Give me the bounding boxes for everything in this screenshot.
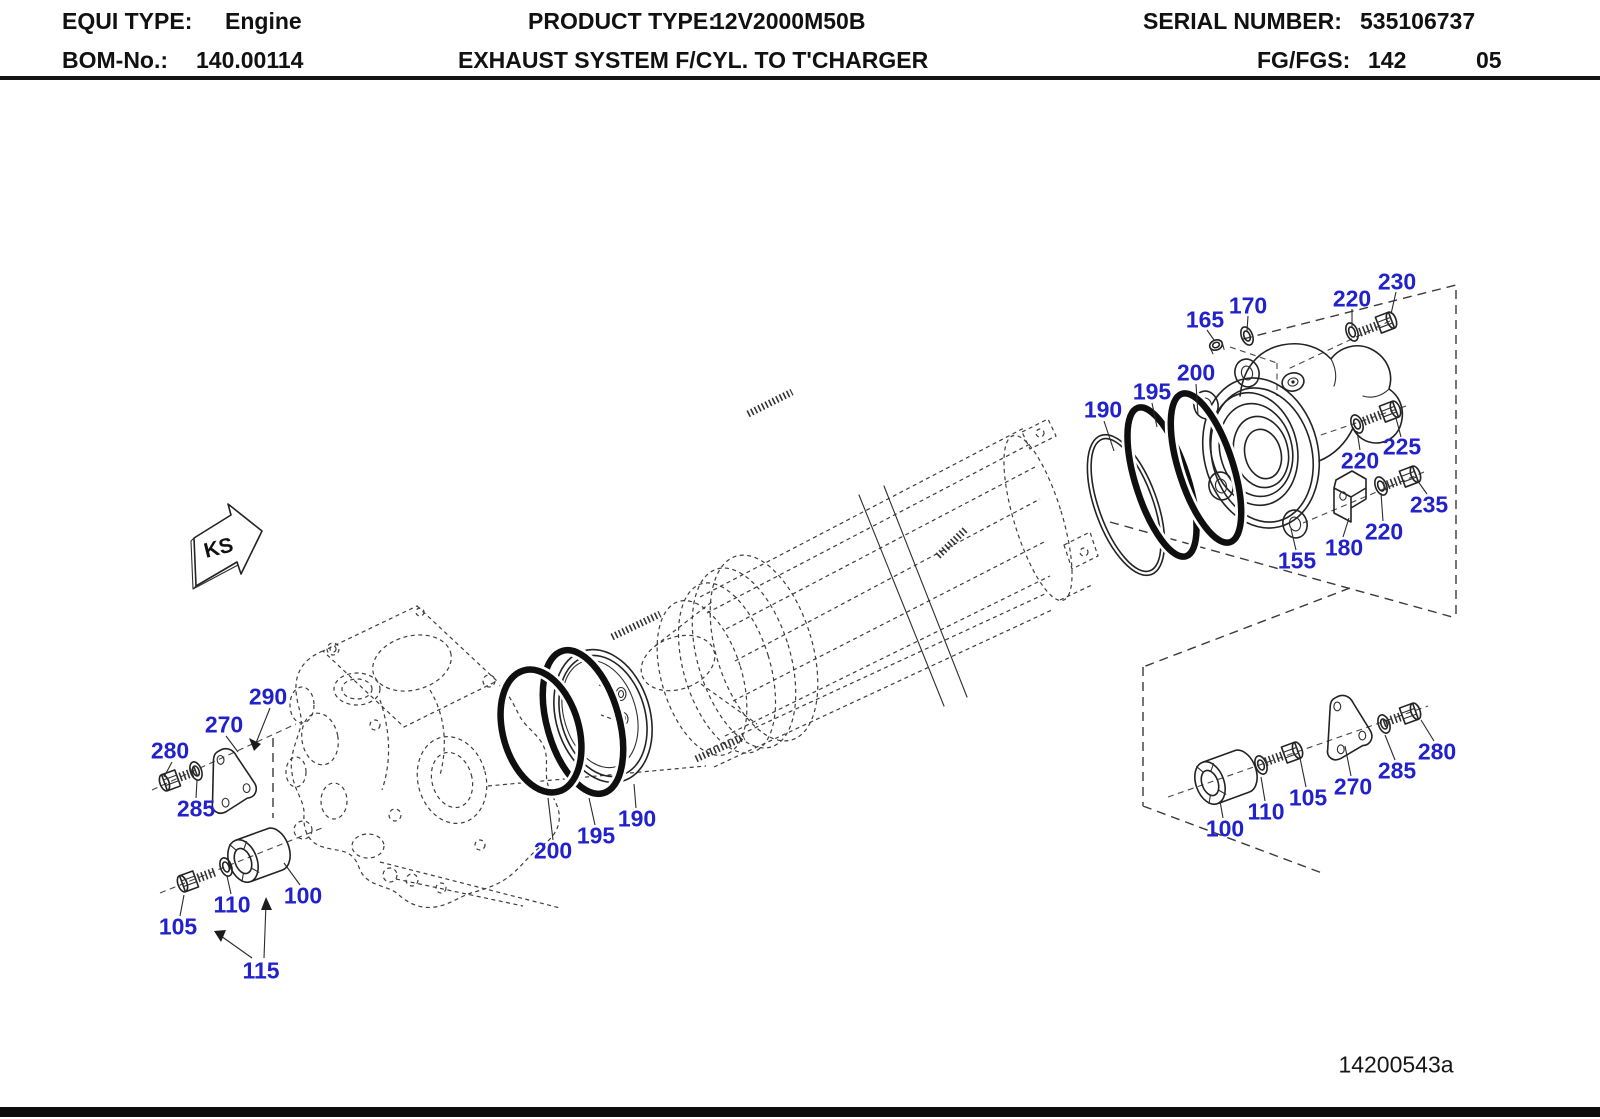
cover-plate-270-left: [207, 745, 259, 815]
callout-225: 225: [1382, 433, 1422, 460]
assembly-title: EXHAUST SYSTEM F/CYL. TO T'CHARGER: [458, 47, 929, 73]
o-ring-200-right: [1164, 387, 1248, 549]
callout-155: 155: [1277, 547, 1317, 574]
callout-100-l: 100: [283, 882, 323, 909]
stud: [746, 388, 794, 418]
callout-115: 115: [242, 957, 280, 984]
callout-220-b: 220: [1340, 447, 1380, 474]
drawing-number: 14200543a: [1338, 1051, 1454, 1078]
callout-270-r: 270: [1333, 773, 1373, 800]
bracket-180: [1333, 470, 1367, 523]
arrowhead-115-a: [214, 930, 226, 942]
callout-280-r: 280: [1417, 738, 1457, 765]
fg-fgs-value: 142: [1368, 47, 1407, 73]
serial-number-label: SERIAL NUMBER:: [1143, 8, 1342, 34]
product-type-value: 12V2000M50B: [712, 8, 866, 34]
callout-170: 170: [1228, 292, 1268, 319]
bolt-105-right: [1263, 741, 1305, 770]
callout-190-r: 190: [1083, 396, 1123, 423]
stud: [610, 610, 662, 641]
equi-type-label: EQUI TYPE:: [62, 8, 193, 34]
callout-100-r: 100: [1205, 815, 1245, 842]
callout-195-r: 195: [1132, 378, 1172, 405]
callout-200-c: 200: [533, 837, 573, 864]
bolt-230: [1357, 311, 1399, 341]
callout-285-r: 285: [1377, 757, 1417, 784]
exhaust-pipe-assembly: [487, 388, 1099, 787]
stud: [935, 526, 969, 559]
washer-110-left: [216, 855, 236, 879]
callout-280-l: 280: [150, 737, 190, 764]
ks-view-arrow: KS: [190, 503, 263, 590]
arrowhead-290: [249, 738, 261, 751]
product-type-label: PRODUCT TYPE:: [528, 8, 716, 34]
callout-leader-lines: [163, 291, 1435, 959]
arrowhead-115-b: [261, 897, 272, 910]
sleeve-100-left: [221, 823, 297, 888]
page-footer-bar: [0, 1107, 1600, 1117]
callout-110-l: 110: [213, 891, 251, 918]
o-ring-195-center: [536, 644, 630, 800]
callout-200-r: 200: [1176, 359, 1216, 386]
bom-number-label: BOM-No.:: [62, 47, 169, 73]
callout-165: 165: [1185, 306, 1225, 333]
callout-270-l: 270: [204, 711, 244, 738]
engine-block-outline: [285, 605, 561, 909]
o-ring-195-right: [1121, 401, 1203, 563]
bolt-225: [1361, 400, 1403, 430]
callout-285-l: 285: [176, 795, 216, 822]
fg-sheet-value: 05: [1476, 47, 1502, 73]
equi-type-value: Engine: [225, 8, 302, 34]
section-break-lines: [858, 485, 968, 707]
stud: [694, 733, 746, 763]
fg-fgs-label: FG/FGS:: [1257, 47, 1351, 73]
header-divider: [0, 76, 1600, 80]
detail-boundary-lines: [272, 284, 1457, 874]
callout-195-c: 195: [576, 822, 616, 849]
callout-190-c: 190: [617, 805, 657, 832]
callout-220-c: 220: [1364, 518, 1404, 545]
serial-number-value: 535106737: [1360, 8, 1476, 34]
callout-290: 290: [248, 683, 288, 710]
screw-165: [1207, 337, 1226, 355]
turbo-adapter-housing: [1193, 343, 1404, 539]
callout-105-r: 105: [1288, 784, 1328, 811]
bolt-105-left: [175, 864, 217, 893]
callout-230: 230: [1377, 268, 1417, 295]
callout-180: 180: [1324, 534, 1364, 561]
callout-220-a: 220: [1332, 285, 1372, 312]
ks-view-label: KS: [202, 533, 236, 562]
seal-ring-190-right: [1081, 428, 1171, 582]
callout-235: 235: [1409, 491, 1449, 518]
bom-number-value: 140.00114: [196, 47, 304, 73]
o-ring-200-center: [494, 663, 588, 799]
callout-110-r: 110: [1247, 798, 1285, 825]
cover-plate-270-right: [1324, 693, 1374, 761]
callout-105-l: 105: [158, 913, 198, 940]
